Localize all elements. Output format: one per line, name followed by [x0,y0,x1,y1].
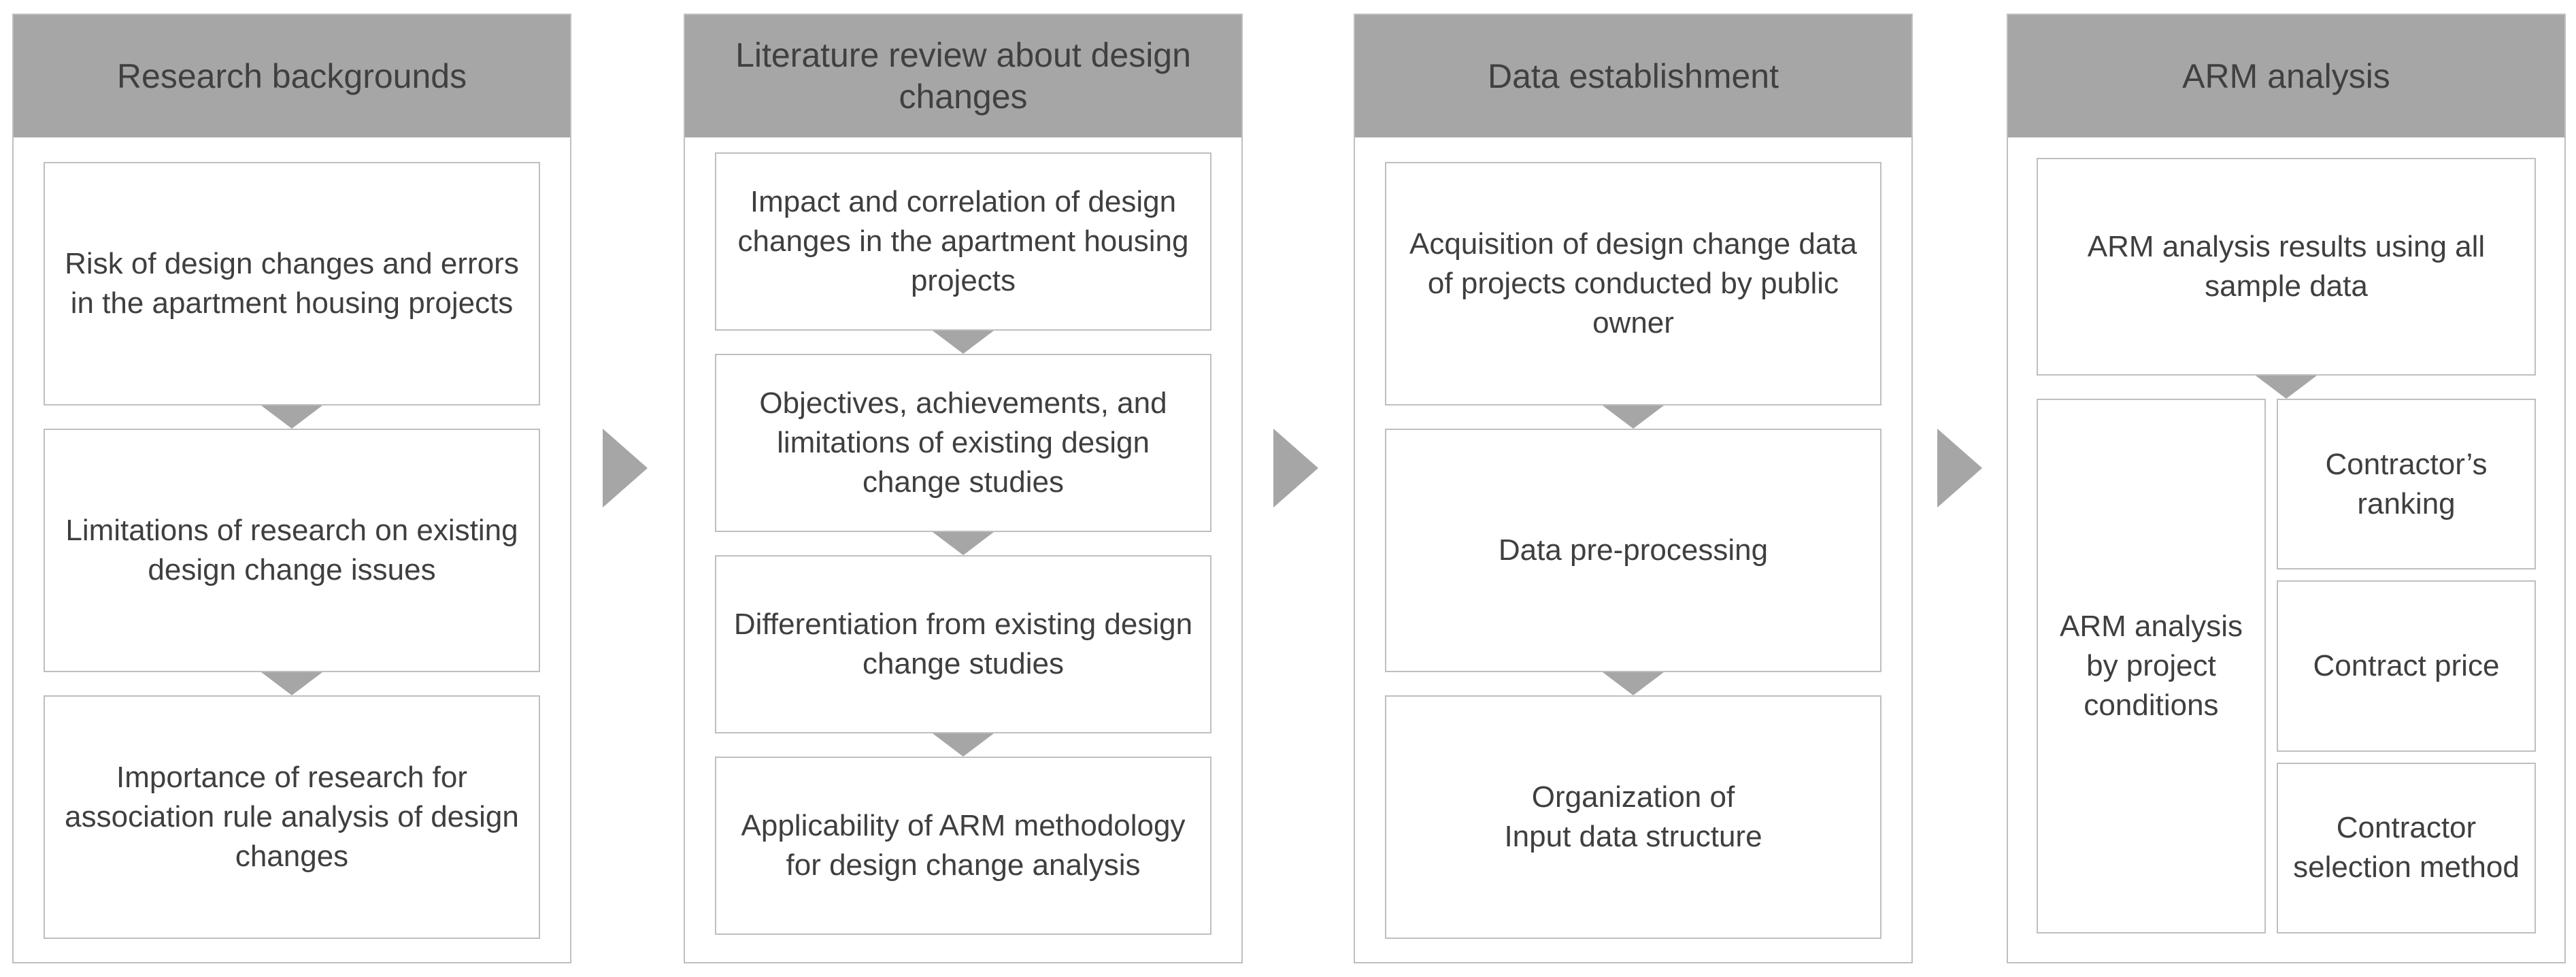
condition-box: Contractor selection method [2276,762,2536,933]
right-arrow-icon [603,429,648,508]
stage-title-arm-analysis: ARM analysis [2008,15,2564,137]
step-box: Applicability of ARM methodology for des… [715,757,1211,935]
stage-title-data-establishment: Data establishment [1355,15,1911,137]
stage-body-research-backgrounds: Risk of design changes and errors in the… [14,137,570,962]
stage-body-data-establishment: Acquisition of design change data of pro… [1355,137,1911,962]
down-arrow-icon [715,733,1211,757]
arm-analysis-split: ARM analysis by project conditions Contr… [2037,399,2536,933]
down-arrow-icon [715,331,1211,354]
project-condition-list: Contractor’s ranking Contract price Cont… [2276,399,2536,933]
down-arrow-icon [2037,376,2536,399]
stage-title-literature-review: Literature review about design changes [685,15,1241,137]
right-arrow-icon [1937,429,1982,508]
down-arrow-icon [715,532,1211,555]
right-arrow-icon [1273,429,1318,508]
step-box: Acquisition of design change data of pro… [1385,162,1881,405]
stage-body-literature-review: Impact and correlation of design changes… [685,137,1241,962]
stage-body-arm-analysis: ARM analysis results using all sample da… [2008,137,2564,962]
step-box: Data pre-processing [1385,429,1881,672]
condition-box: Contractor’s ranking [2276,399,2536,570]
down-arrow-icon [1385,405,1881,429]
step-box: Importance of research for association r… [44,695,540,939]
down-arrow-icon [44,672,540,695]
step-box: Differentiation from existing design cha… [715,555,1211,733]
step-box: Limitations of research on existing desi… [44,429,540,672]
stage-title-research-backgrounds: Research backgrounds [14,15,570,137]
step-box: ARM analysis results using all sample da… [2037,158,2536,376]
down-arrow-icon [44,405,540,429]
step-box: Risk of design changes and errors in the… [44,162,540,405]
step-box: ARM analysis by project conditions [2037,399,2266,933]
stage-data-establishment: Data establishment Acquisition of design… [1354,14,1913,963]
stage-arm-analysis: ARM analysis ARM analysis results using … [2007,14,2566,963]
step-box: Organization of Input data structure [1385,695,1881,939]
step-box: Objectives, achievements, and limitation… [715,354,1211,532]
step-box: Impact and correlation of design changes… [715,152,1211,331]
condition-box: Contract price [2276,580,2536,752]
stage-research-backgrounds: Research backgrounds Risk of design chan… [12,14,571,963]
stage-literature-review: Literature review about design changes I… [684,14,1243,963]
down-arrow-icon [1385,672,1881,695]
